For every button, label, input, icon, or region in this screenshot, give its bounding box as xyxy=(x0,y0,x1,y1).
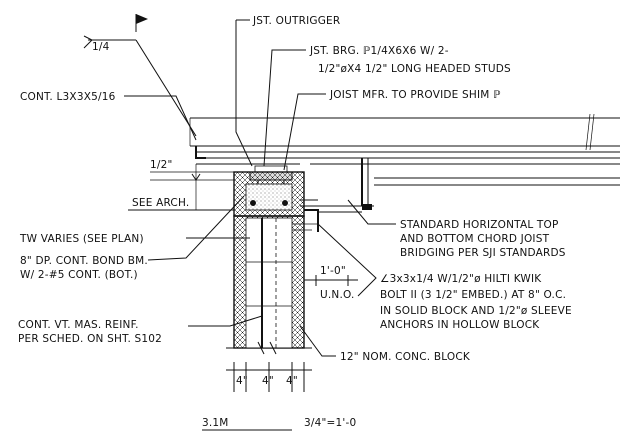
callout-bearing-plate: JST. BRG. ℙ1/4X6X6 W/ 2- xyxy=(309,45,449,57)
callout-half-inch: 1/2" xyxy=(150,159,173,171)
elevation-markers xyxy=(128,164,234,211)
callout-hilti-3: IN SOLID BLOCK AND 1/2"ø SLEEVE xyxy=(380,305,572,317)
callout-hilti-4: ANCHORS IN HOLLOW BLOCK xyxy=(380,319,540,331)
weld-symbol xyxy=(83,14,197,137)
callout-outrigger: JST. OUTRIGGER xyxy=(252,15,340,27)
callout-bridging-3: BRIDGING PER SJI STANDARDS xyxy=(400,247,566,259)
callout-bearing-studs: 1/2"øX4 1/2" LONG HEADED STUDS xyxy=(318,63,511,75)
callout-bridging-1: STANDARD HORIZONTAL TOP xyxy=(400,219,559,231)
dim-left: 4" xyxy=(236,375,248,387)
callout-see-arch: SEE ARCH. xyxy=(132,197,189,209)
spacing-uno: U.N.O. xyxy=(320,289,355,301)
leader-lines xyxy=(124,19,396,357)
callout-hilti-1: ∠3x3x1/4 W/1/2"ø HILTI KWIK xyxy=(380,273,542,285)
callout-shim: JOIST MFR. TO PROVIDE SHIM ℙ xyxy=(329,89,501,101)
weld-size: 1/4 xyxy=(92,41,110,53)
dim-middle: 4" xyxy=(262,375,274,387)
joist-top-chord xyxy=(196,151,620,165)
detail-scale: 3/4"=1'-0 xyxy=(304,417,356,429)
callout-bond-bars: W/ 2-#5 CONT. (BOT.) xyxy=(20,269,138,281)
bond-beam xyxy=(233,171,305,217)
joist-web xyxy=(300,158,620,210)
spacing-value: 1'-0" xyxy=(320,265,346,277)
callout-angle: CONT. L3X3X5/16 xyxy=(20,91,116,103)
callout-vert-reinf: CONT. VT. MAS. REINF. xyxy=(18,319,139,331)
detail-number: 3.1M xyxy=(202,417,229,429)
cmu-wall xyxy=(226,215,312,355)
callout-bond-beam: 8" DP. CONT. BOND BM. xyxy=(20,255,148,267)
roof-deck xyxy=(189,113,620,151)
spacing-dimension xyxy=(304,275,358,286)
wall-dimensions xyxy=(226,362,312,392)
callout-bridging-2: AND BOTTOM CHORD JOIST xyxy=(400,233,550,245)
callout-hilti-2: BOLT II (3 1/2" EMBED.) AT 8" O.C. xyxy=(380,289,566,301)
dim-right: 4" xyxy=(286,375,298,387)
callout-tw: TW VARIES (SEE PLAN) xyxy=(19,233,144,245)
callout-block: 12" NOM. CONC. BLOCK xyxy=(340,351,471,363)
callout-vert-sched: PER SCHED. ON SHT. S102 xyxy=(18,333,162,345)
